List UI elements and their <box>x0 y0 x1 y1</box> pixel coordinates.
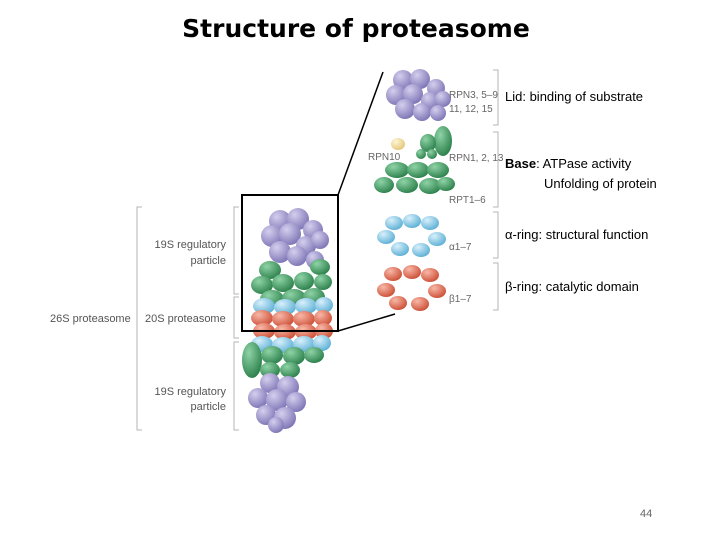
label-20s-proteasome: 20S proteasome <box>145 313 226 325</box>
label-beta: β1–7 <box>449 294 472 305</box>
bracket-20s <box>233 296 239 339</box>
annotation-base-label: Base <box>505 156 537 171</box>
label-26s-proteasome: 26S proteasome <box>50 313 131 325</box>
slide-title: Structure of proteasome <box>182 14 530 43</box>
exploded-beta-ring <box>377 265 446 311</box>
zoom-line-top <box>337 71 384 196</box>
proteasome-26s-model <box>242 208 333 433</box>
zoom-line-bottom <box>337 313 396 332</box>
label-19s-bottom-line1: 19S regulatory <box>154 386 226 398</box>
label-rpn10: RPN10 <box>368 152 401 163</box>
page-number: 44 <box>640 508 653 520</box>
label-19s-top-line2: particle <box>191 255 226 267</box>
label-19s-bottom-line2: particle <box>191 401 226 413</box>
bracket-19s-top <box>233 206 239 295</box>
exploded-lid <box>386 69 451 121</box>
annotation-alpha-ring: α-ring: structural function <box>505 227 649 242</box>
bracket-group <box>136 206 239 431</box>
alpha-ring-top <box>253 297 333 315</box>
lid-bottom <box>248 373 306 433</box>
zoom-box <box>241 194 339 332</box>
base-bottom <box>242 342 324 378</box>
annotation-beta-ring: β-ring: catalytic domain <box>505 279 639 294</box>
exploded-alpha-ring <box>377 214 446 257</box>
lid-top <box>261 208 329 269</box>
label-19s-top-line1: 19S regulatory <box>154 239 226 251</box>
exploded-base <box>374 126 455 194</box>
label-alpha: α1–7 <box>449 242 472 253</box>
rpn10-subunit <box>391 138 405 150</box>
label-rpt: RPT1–6 <box>449 195 486 206</box>
label-rpn-lid-line2: 11, 12, 15 <box>449 104 493 115</box>
annotation-base-line2: Unfolding of protein <box>544 176 657 191</box>
annotation-lid: Lid: binding of substrate <box>505 89 644 104</box>
label-rpn-base: RPN1, 2, 13 <box>449 153 504 164</box>
bracket-19s-bottom <box>233 341 239 431</box>
label-rpn-lid-line1: RPN3, 5–9 <box>449 90 498 101</box>
annotation-base-text: : ATPase activity <box>536 156 632 171</box>
annotation-base: Base: ATPase activity <box>505 156 631 171</box>
annotation-brackets <box>493 69 499 311</box>
bracket-26s <box>136 206 142 431</box>
